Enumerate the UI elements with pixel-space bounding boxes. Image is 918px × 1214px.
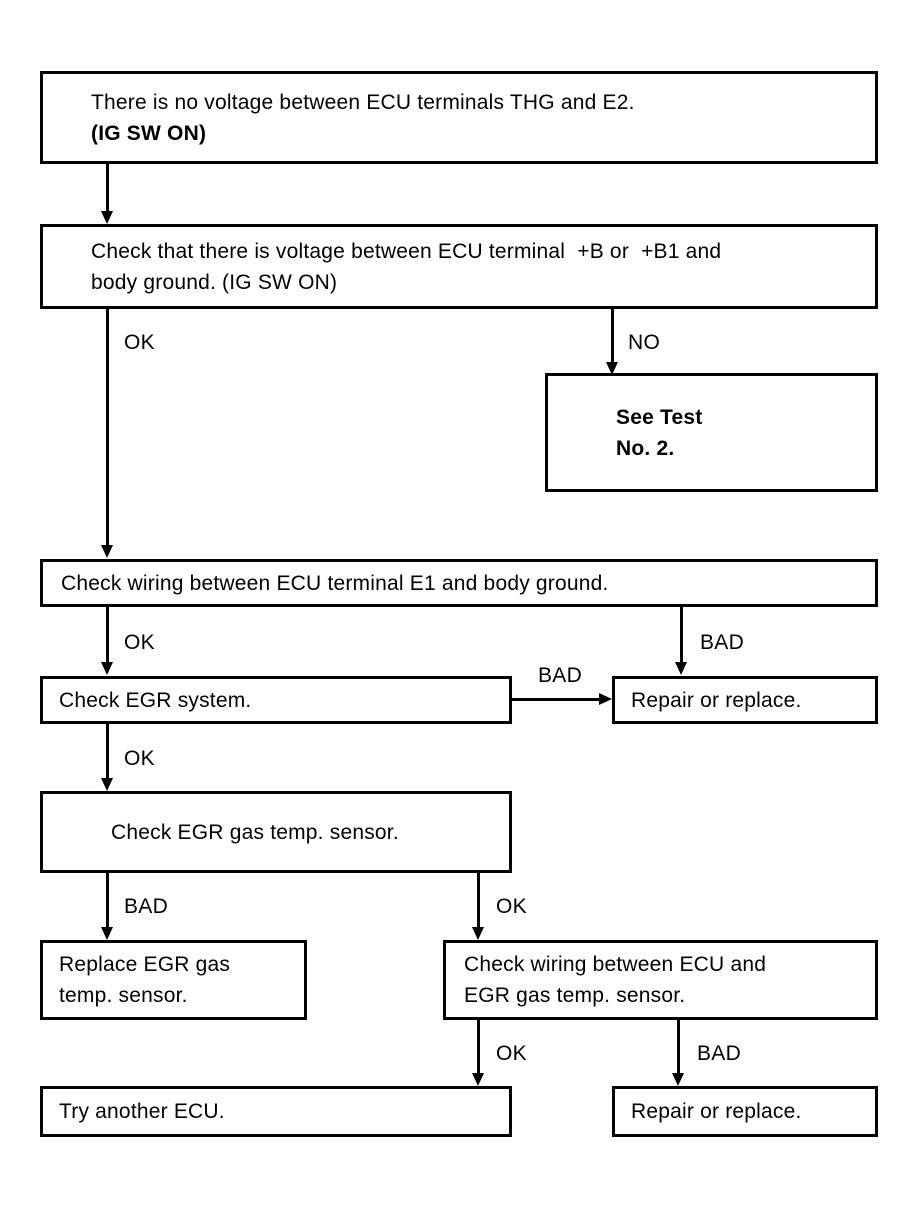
connector-n5-ok xyxy=(106,724,109,781)
edge-label-n4-ok: OK xyxy=(124,631,155,654)
edge-label-n2-ok: OK xyxy=(124,331,155,354)
edge-label-n9-bad: BAD xyxy=(697,1042,742,1065)
node-text-line-composite: body ground. (IG SW ON) xyxy=(91,267,875,298)
node-text-part: body ground. xyxy=(91,270,223,294)
node-text-line: Repair or replace. xyxy=(631,1100,802,1123)
connector-n4-bad xyxy=(680,607,683,665)
edge-label-n7-bad: BAD xyxy=(124,895,169,918)
node-text-line: temp. sensor. xyxy=(59,984,188,1007)
arrowhead-n4-bad xyxy=(675,662,687,675)
arrowhead-n5-ok xyxy=(101,778,113,791)
node-replace-egr-gas-temp-sensor: Replace EGR gas temp. sensor. xyxy=(40,940,307,1020)
node-check-voltage-b-b1: Check that there is voltage between ECU … xyxy=(40,224,878,309)
connector-n7-ok xyxy=(477,873,480,930)
node-text-line: There is no voltage between ECU terminal… xyxy=(91,90,635,114)
node-see-test-no-2: See Test No. 2. xyxy=(545,373,878,492)
node-text-line: Check EGR gas temp. sensor. xyxy=(111,820,399,844)
arrowhead-n7-bad xyxy=(101,927,113,940)
node-text-line: (IG SW ON) xyxy=(91,121,207,145)
node-text-line: Check wiring between ECU and xyxy=(464,953,767,976)
arrowhead-n7-ok xyxy=(472,927,484,940)
node-try-another-ecu: Try another ECU. xyxy=(40,1086,512,1137)
node-text-line: Check wiring between ECU terminal E1 and… xyxy=(61,571,609,595)
connector-n5-bad xyxy=(512,698,602,701)
edge-label-n9-ok: OK xyxy=(496,1042,527,1065)
arrowhead-n9-ok xyxy=(472,1073,484,1086)
edge-label-n7-ok: OK xyxy=(496,895,527,918)
connector-n1-n2 xyxy=(106,164,109,218)
node-text-line: EGR gas temp. sensor. xyxy=(464,984,686,1007)
node-text-line: Replace EGR gas xyxy=(59,953,231,976)
edge-label-n4-bad: BAD xyxy=(700,631,745,654)
connector-n7-bad xyxy=(106,873,109,930)
node-text-line: Try another ECU. xyxy=(59,1100,225,1123)
arrowhead-n2-no xyxy=(606,362,618,375)
node-text-line: See Test xyxy=(616,405,703,429)
node-check-egr-gas-temp-sensor: Check EGR gas temp. sensor. xyxy=(40,791,512,873)
connector-n9-ok xyxy=(477,1020,480,1077)
arrowhead-n1-n2 xyxy=(101,211,113,224)
connector-n9-bad xyxy=(677,1020,680,1077)
node-repair-or-replace-lower: Repair or replace. xyxy=(612,1086,878,1137)
node-check-egr-system: Check EGR system. xyxy=(40,676,512,724)
node-text-line: Repair or replace. xyxy=(631,688,802,712)
arrowhead-n5-bad xyxy=(599,693,612,705)
arrowhead-n9-bad xyxy=(672,1073,684,1086)
edge-label-n2-no: NO xyxy=(628,331,661,354)
node-text-line: Check EGR system. xyxy=(59,688,252,712)
edge-label-n5-bad: BAD xyxy=(538,664,583,687)
connector-n2-ok xyxy=(106,309,109,549)
node-repair-or-replace-upper: Repair or replace. xyxy=(612,676,878,724)
connector-n4-ok xyxy=(106,607,109,665)
arrowhead-n2-ok xyxy=(101,545,113,558)
node-no-voltage-thg-e2: There is no voltage between ECU terminal… xyxy=(40,71,878,164)
node-check-wiring-e1: Check wiring between ECU terminal E1 and… xyxy=(40,559,878,607)
node-text-part-bold: (IG SW ON) xyxy=(222,270,338,294)
arrowhead-n4-ok xyxy=(101,662,113,675)
connector-n2-no xyxy=(611,309,614,365)
edge-label-n5-ok: OK xyxy=(124,747,155,770)
node-check-wiring-ecu-egr-sensor: Check wiring between ECU and EGR gas tem… xyxy=(443,940,878,1020)
node-text-line: No. 2. xyxy=(616,436,675,460)
node-text-line: Check that there is voltage between ECU … xyxy=(91,239,722,263)
